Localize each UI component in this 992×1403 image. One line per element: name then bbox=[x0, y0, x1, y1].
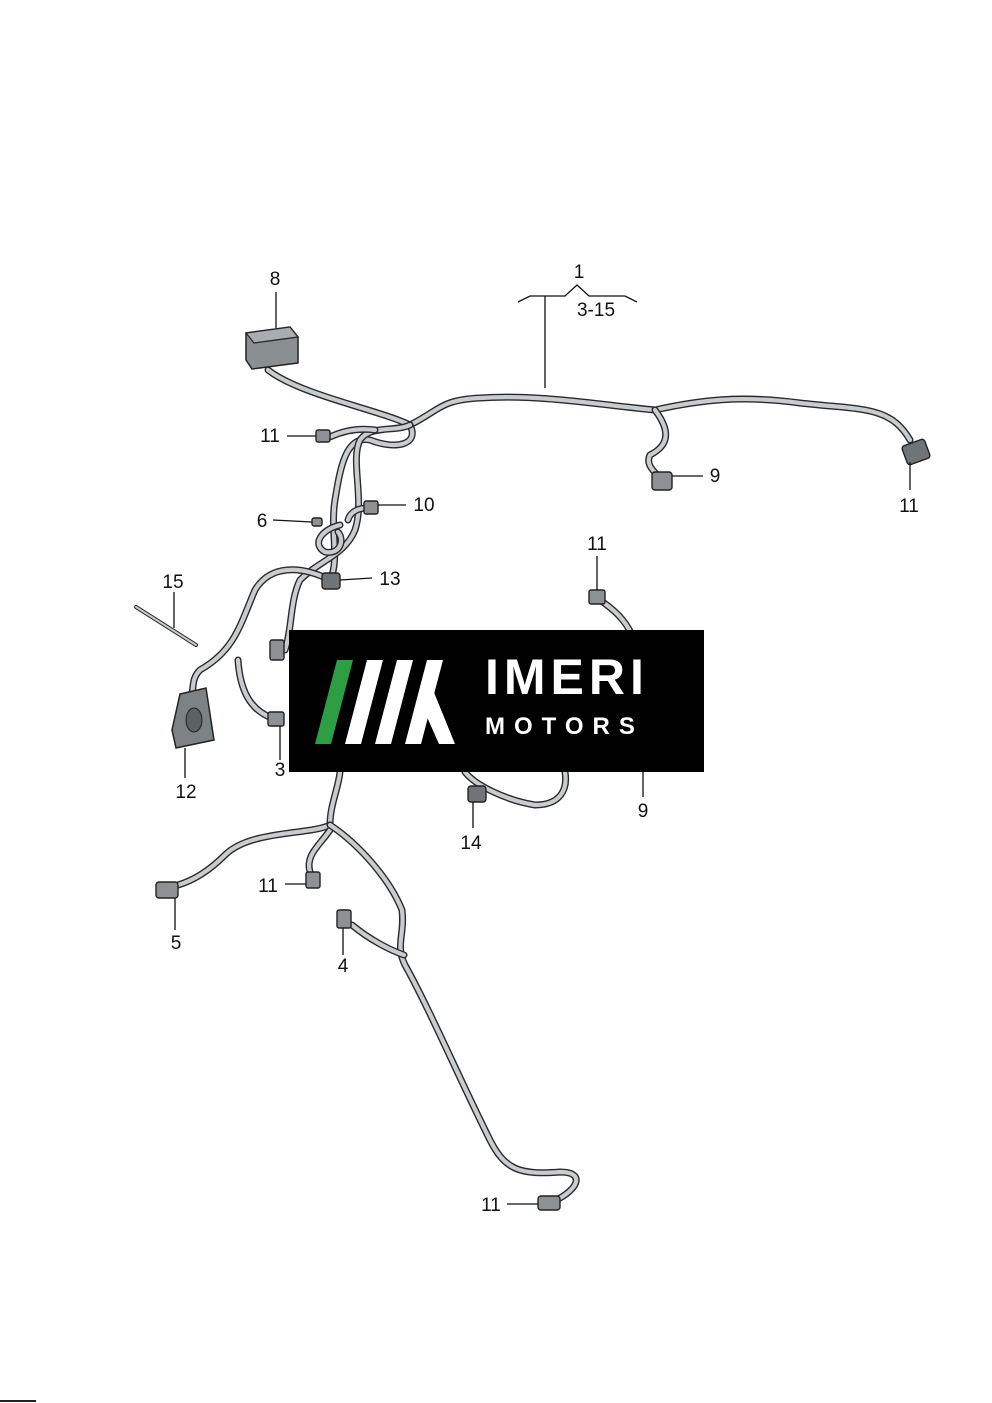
harness-wires bbox=[134, 366, 914, 1202]
callout-9-low: 9 bbox=[638, 801, 649, 822]
connector-11-mid-left bbox=[305, 871, 321, 889]
callout-6: 6 bbox=[257, 511, 268, 532]
control-unit-8 bbox=[244, 326, 300, 370]
connector-4 bbox=[336, 909, 352, 929]
connector-11-mid-right bbox=[588, 589, 606, 605]
clip-14 bbox=[467, 785, 487, 803]
callout-11-upper-left: 11 bbox=[260, 426, 280, 447]
callout-3: 3 bbox=[275, 760, 286, 781]
imeri-motors-logo: IMERI MOTORS bbox=[289, 630, 704, 772]
callout-12: 12 bbox=[175, 782, 196, 803]
logo-title: IMERI bbox=[485, 649, 649, 705]
leader-lines bbox=[173, 284, 911, 1205]
callout-assembly-range: 3-15 bbox=[577, 300, 615, 321]
callout-11-right: 11 bbox=[899, 496, 919, 517]
logo-subtitle: MOTORS bbox=[485, 713, 644, 740]
callout-assembly: 1 bbox=[574, 262, 585, 283]
callout-10: 10 bbox=[413, 495, 434, 516]
connector-6 bbox=[311, 517, 323, 527]
callout-8: 8 bbox=[270, 269, 281, 290]
connector-10 bbox=[363, 500, 379, 515]
connector-left-mid bbox=[269, 639, 285, 661]
callout-15: 15 bbox=[162, 572, 183, 593]
callout-5: 5 bbox=[171, 933, 182, 954]
connector-11-right bbox=[901, 438, 931, 466]
callout-9-top: 9 bbox=[710, 466, 721, 487]
connector-11-upper-left bbox=[315, 429, 331, 443]
callout-11-mid-left: 11 bbox=[258, 876, 278, 897]
stripes-logo-icon bbox=[315, 660, 455, 744]
clip-13 bbox=[321, 572, 341, 590]
page-edge-rule bbox=[0, 1400, 36, 1402]
callout-labels: 1 3-15 8 11 6 10 13 15 12 3 9 11 11 9 14… bbox=[162, 262, 918, 1216]
connector-3 bbox=[267, 711, 285, 727]
callout-11-bottom: 11 bbox=[481, 1195, 501, 1216]
callout-4: 4 bbox=[338, 956, 349, 977]
callout-14: 14 bbox=[460, 833, 482, 854]
components bbox=[155, 326, 931, 1211]
callout-11-mid-right: 11 bbox=[587, 534, 607, 555]
connector-11-bottom bbox=[537, 1195, 561, 1211]
callout-13: 13 bbox=[379, 569, 400, 590]
connector-9-top bbox=[651, 471, 673, 491]
connector-5 bbox=[155, 881, 179, 899]
bracket-12 bbox=[171, 687, 215, 749]
